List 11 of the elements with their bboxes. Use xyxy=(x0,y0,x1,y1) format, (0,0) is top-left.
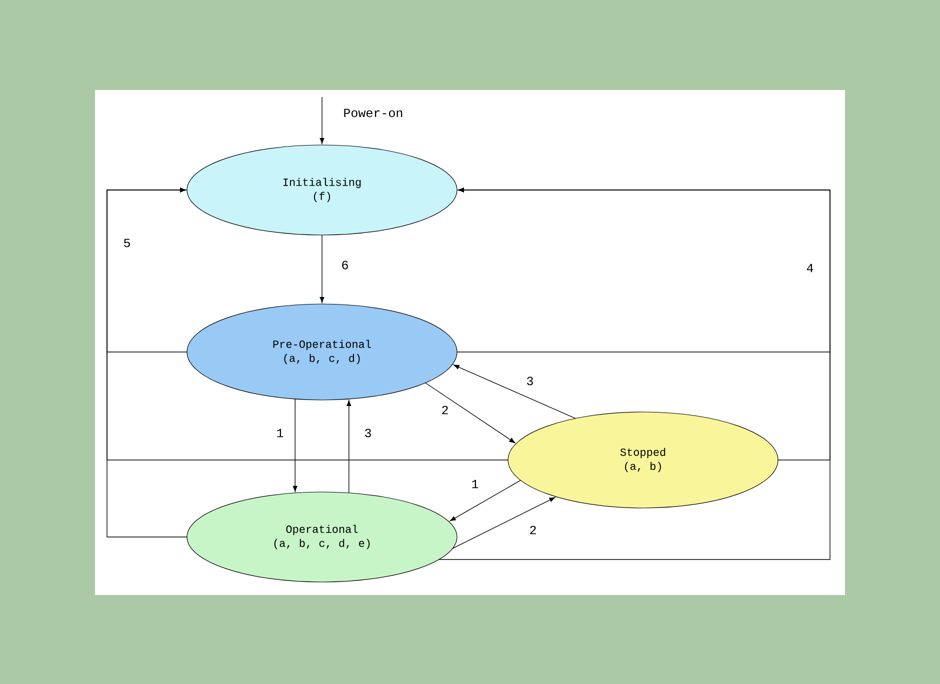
arrow xyxy=(292,398,298,492)
edge-label: Power-on xyxy=(342,108,404,118)
arrow xyxy=(450,480,521,522)
arrow xyxy=(346,400,352,494)
arrow xyxy=(320,96,324,144)
arrow xyxy=(106,188,508,460)
arrow xyxy=(453,364,576,419)
arrow xyxy=(425,382,516,444)
arrow xyxy=(452,497,556,549)
arrow xyxy=(320,234,324,303)
arrow xyxy=(438,188,830,560)
